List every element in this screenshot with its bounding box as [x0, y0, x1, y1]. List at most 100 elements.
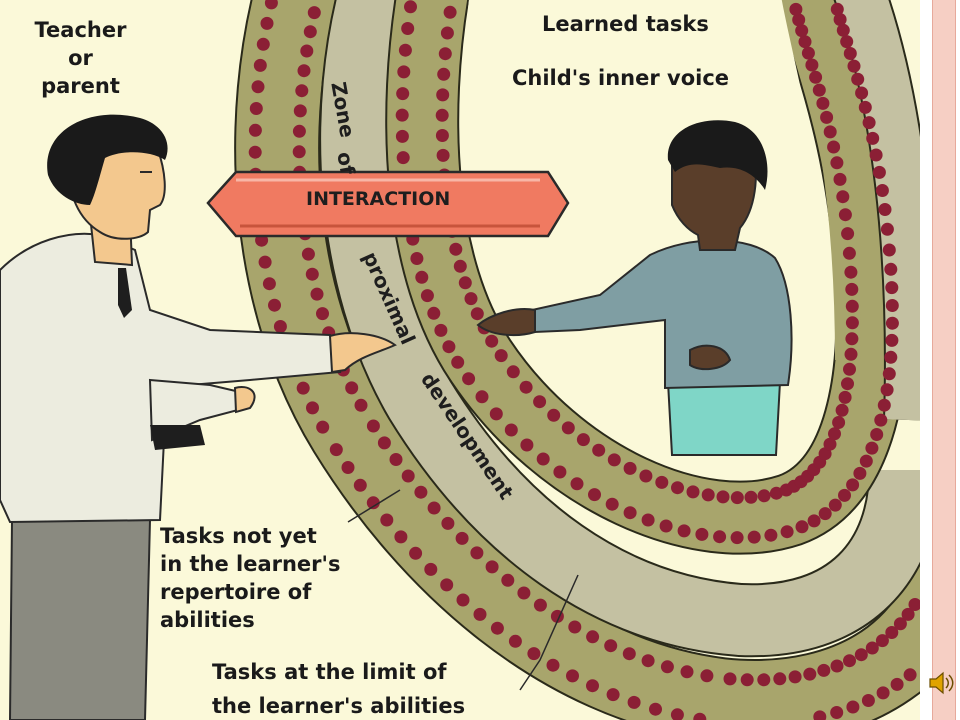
- task-dot: [830, 156, 844, 170]
- task-dot: [844, 347, 858, 361]
- task-dot: [817, 663, 831, 677]
- task-dot: [757, 489, 771, 503]
- task-dot: [292, 124, 306, 138]
- task-dot: [861, 694, 875, 707]
- task-dot: [854, 648, 868, 662]
- task-dot: [840, 35, 854, 49]
- task-dot: [882, 367, 896, 381]
- task-dot: [353, 478, 367, 492]
- task-dot: [473, 607, 487, 621]
- task-dot: [366, 496, 380, 510]
- task-dot: [884, 350, 898, 364]
- task-dot: [568, 620, 582, 634]
- task-dot: [823, 125, 837, 139]
- task-dot: [816, 96, 830, 110]
- zpd-artwork-svg: [0, 0, 920, 720]
- task-dot: [436, 148, 450, 162]
- task-dot: [517, 586, 531, 600]
- task-dot: [769, 486, 783, 500]
- task-dot: [485, 560, 499, 574]
- task-dot: [297, 64, 311, 78]
- task-dot: [828, 498, 842, 512]
- task-dot: [586, 630, 600, 644]
- task-dot: [858, 100, 872, 114]
- task-dot: [588, 488, 601, 502]
- task-dot: [273, 320, 287, 333]
- task-dot: [845, 316, 859, 330]
- task-dot: [780, 525, 794, 539]
- task-dot: [622, 647, 636, 661]
- task-dot: [329, 443, 343, 457]
- task-dot: [395, 108, 409, 122]
- task-dot: [462, 372, 476, 386]
- task-dot: [846, 478, 860, 492]
- task-dot: [660, 660, 674, 674]
- task-dot: [494, 349, 508, 363]
- speaker-icon[interactable]: [926, 668, 956, 698]
- task-dot: [639, 469, 653, 483]
- task-dot: [377, 436, 391, 450]
- task-dot: [847, 59, 861, 73]
- task-dot: [713, 530, 727, 544]
- task-dot: [316, 307, 329, 321]
- task-dot: [835, 403, 849, 417]
- task-dot: [434, 323, 448, 337]
- task-dot: [437, 67, 451, 81]
- task-dot: [475, 390, 489, 404]
- task-dot: [730, 491, 744, 505]
- task-dot: [859, 454, 873, 468]
- task-dot: [882, 243, 896, 257]
- task-dot: [396, 87, 410, 101]
- task-dot: [607, 453, 621, 467]
- task-dot: [872, 165, 886, 179]
- task-dot: [310, 287, 324, 301]
- task-dot: [880, 383, 894, 397]
- task-dot: [341, 461, 355, 474]
- task-dot: [586, 679, 599, 693]
- task-dot: [870, 428, 884, 441]
- task-dot: [401, 469, 415, 483]
- task-dot: [809, 70, 823, 84]
- task-dot: [788, 670, 802, 684]
- task-dot: [875, 184, 889, 197]
- task-dot: [865, 641, 879, 655]
- task-dot: [885, 333, 899, 347]
- task-dot: [828, 427, 841, 441]
- task-dot: [677, 524, 691, 538]
- task-dot: [846, 700, 860, 714]
- task-dot: [440, 26, 454, 40]
- task-dot: [305, 267, 319, 281]
- task-dot: [519, 380, 533, 394]
- task-dot: [795, 24, 809, 38]
- task-dot: [435, 129, 449, 142]
- task-dot: [536, 452, 550, 466]
- task-dot: [723, 672, 737, 686]
- task-dot: [792, 13, 806, 27]
- task-dot: [830, 2, 844, 16]
- task-dot: [671, 481, 684, 495]
- task-dot: [504, 423, 518, 437]
- task-dot: [655, 475, 669, 489]
- task-dot: [853, 466, 867, 480]
- task-dot: [680, 665, 694, 679]
- task-dot: [744, 490, 758, 504]
- side-accent-strip: [920, 0, 960, 720]
- task-dot: [623, 506, 637, 520]
- label-pointers: [347, 489, 579, 691]
- task-dot: [670, 708, 684, 720]
- task-dot: [832, 416, 846, 429]
- child-hand: [476, 308, 536, 337]
- task-dot: [842, 246, 856, 260]
- task-dot: [442, 340, 456, 354]
- task-dot: [251, 80, 265, 94]
- task-dot: [757, 673, 771, 687]
- task-dot: [812, 83, 826, 97]
- task-dot: [268, 298, 281, 312]
- task-dot: [875, 634, 889, 648]
- task-dot: [253, 58, 267, 72]
- task-dot: [436, 88, 450, 102]
- side-accent-band: [932, 0, 956, 720]
- task-dot: [820, 110, 834, 124]
- task-dot: [458, 276, 472, 290]
- task-dot: [701, 488, 715, 502]
